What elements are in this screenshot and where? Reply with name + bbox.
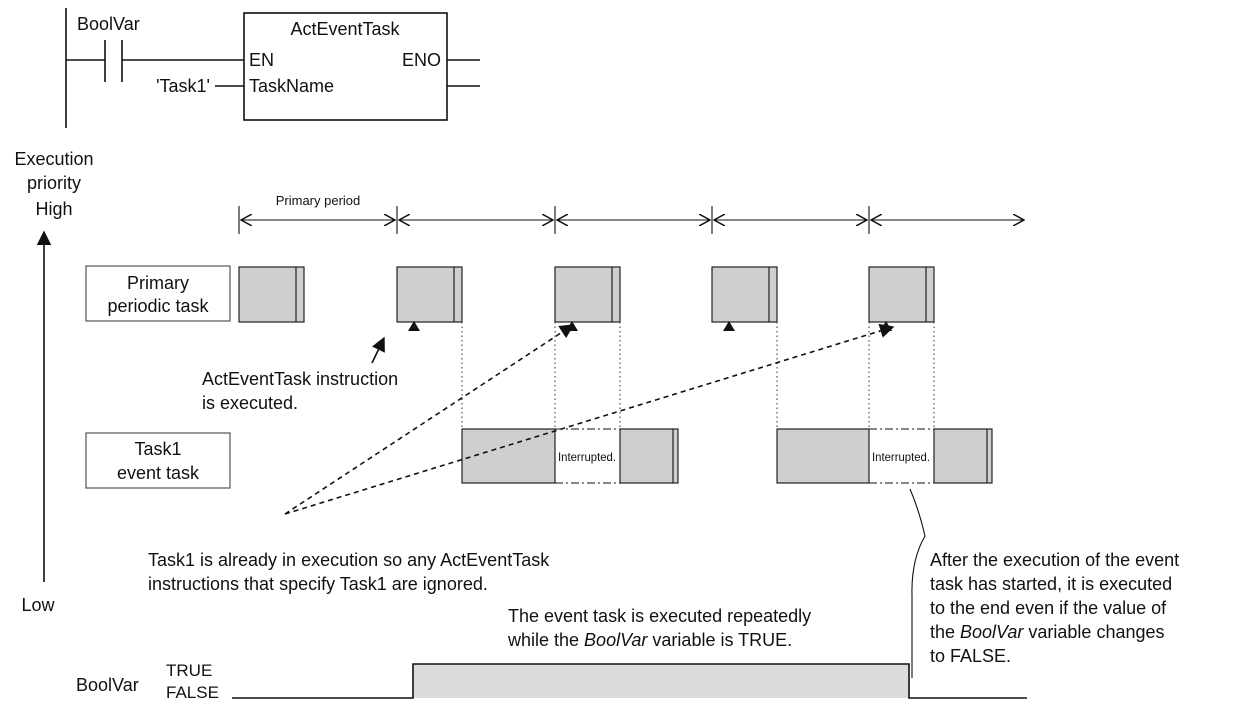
primary-task-blocks	[238, 266, 935, 323]
interrupted-label: Interrupted.	[558, 450, 616, 464]
primary-task-label: Primary periodic task	[85, 265, 231, 322]
primary-task-label-line1: Primary	[127, 273, 189, 293]
executed-note-line2: is executed.	[202, 393, 298, 413]
contact-label: BoolVar	[77, 14, 140, 34]
signal-true-label: TRUE	[166, 661, 212, 680]
timing-guides	[461, 322, 935, 429]
primary-task-block	[396, 266, 463, 323]
event-task-block	[619, 428, 679, 484]
ignored-callout-line-1	[284, 324, 575, 515]
axis-low-label: Low	[21, 595, 55, 615]
end-note-line4: the BoolVar variable changes	[930, 622, 1165, 642]
axis-high-label: High	[35, 199, 72, 219]
event-task-label: Task1 event task	[85, 432, 231, 489]
instruction-marker	[723, 321, 735, 331]
boolvar-signal: BoolVar TRUE FALSE	[76, 661, 1027, 702]
ignored-note-line1: Task1 is already in execution so any Act…	[148, 550, 550, 570]
end-note-line5: to FALSE.	[930, 646, 1011, 666]
repeat-note-line2: while the BoolVar variable is TRUE.	[507, 630, 792, 650]
interrupted-segment: Interrupted.	[555, 428, 620, 484]
signal-name: BoolVar	[76, 675, 139, 695]
event-task-label-line1: Task1	[134, 439, 181, 459]
ignored-note-line2: instructions that specify Task1 are igno…	[148, 574, 488, 594]
event-task-blocks: Interrupted. Interrupted.	[461, 428, 993, 484]
primary-period-row: Primary period	[238, 193, 1024, 234]
repeat-note-line1: The event task is executed repeatedly	[508, 606, 811, 626]
event-task-label-line2: event task	[117, 463, 200, 483]
primary-task-block	[554, 266, 621, 323]
function-block-title: ActEventTask	[290, 19, 400, 39]
signal-false-label: FALSE	[166, 683, 219, 702]
event-task-label-box	[85, 432, 231, 489]
pin-eno: ENO	[402, 50, 441, 70]
pin-en: EN	[249, 50, 274, 70]
interrupted-label: Interrupted.	[872, 450, 930, 464]
event-task-block	[933, 428, 993, 484]
primary-task-block	[238, 266, 305, 323]
event-task-block	[776, 428, 870, 484]
ladder-rung: BoolVar ActEventTask EN ENO TaskName 'Ta…	[65, 8, 480, 128]
axis-title-line1: Execution	[14, 149, 93, 169]
instruction-marker	[408, 321, 420, 331]
primary-task-block	[711, 266, 778, 323]
event-task-block	[461, 428, 556, 484]
axis-title-line2: priority	[27, 173, 81, 193]
ignored-callout-line-2	[284, 323, 895, 515]
interrupted-segment: Interrupted.	[869, 428, 934, 484]
taskname-value: 'Task1'	[156, 76, 210, 96]
priority-axis: Execution priority High Low	[14, 149, 93, 615]
executed-callout-arrow	[371, 336, 385, 364]
end-note-line3: to the end even if the value of	[930, 598, 1167, 618]
primary-period-label: Primary period	[276, 193, 361, 208]
signal-waveform	[232, 663, 1027, 699]
executed-note-line1: ActEventTask instruction	[202, 369, 398, 389]
pin-taskname: TaskName	[249, 76, 334, 96]
primary-task-block	[868, 266, 935, 323]
signal-true-fill	[413, 664, 909, 698]
end-callout-line	[909, 488, 926, 678]
end-note-line2: task has started, it is executed	[930, 574, 1172, 594]
primary-task-label-line2: periodic task	[107, 296, 209, 316]
primary-task-label-box	[85, 265, 231, 322]
end-note-line1: After the execution of the event	[930, 550, 1179, 570]
function-block	[243, 12, 448, 121]
